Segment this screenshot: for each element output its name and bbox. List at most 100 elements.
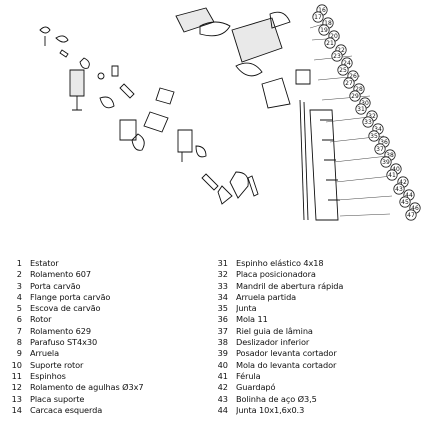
part-number: 8 bbox=[16, 337, 22, 348]
part-name: Mandril de abertura rápida bbox=[236, 280, 344, 291]
callout-bubble: 23 bbox=[331, 50, 343, 62]
callout-bubble: 17 bbox=[312, 11, 324, 23]
part-number: 2 bbox=[16, 269, 22, 280]
part-number: 44 bbox=[217, 404, 228, 415]
callout-number: 46 bbox=[411, 205, 419, 212]
callout-number: 23 bbox=[333, 53, 341, 60]
part-number: 41 bbox=[217, 370, 228, 381]
callout-number: 45 bbox=[401, 199, 409, 206]
callout-bubble: 29 bbox=[349, 90, 361, 102]
callout-number: 17 bbox=[314, 14, 322, 21]
part-name: Suporte rotor bbox=[30, 359, 84, 370]
part-number: 14 bbox=[11, 404, 22, 415]
callout-number: 16 bbox=[318, 7, 326, 14]
loose-screws-group bbox=[39, 26, 135, 99]
part-name: Carcaca esquerda bbox=[30, 404, 103, 415]
parts-list-row: 14 Carcaca esquerda bbox=[4, 405, 209, 416]
callout-bubble: 25 bbox=[337, 64, 349, 76]
part-number: 35 bbox=[217, 303, 228, 314]
part-name: Arruela bbox=[30, 348, 60, 359]
callout-number: 22 bbox=[337, 47, 345, 54]
part-name: Flange porta carvão bbox=[30, 291, 111, 302]
callout-number: 41 bbox=[388, 172, 396, 179]
parts-list-row: 33 Mandril de abertura rápida bbox=[210, 281, 428, 292]
callout-number: 42 bbox=[399, 179, 407, 186]
callout-bubble: 31 bbox=[355, 103, 367, 115]
part-name: Espinho elástico 4x18 bbox=[236, 258, 324, 268]
part-number: 4 bbox=[16, 291, 22, 302]
parts-list-row: 38 Deslizador inferior bbox=[210, 337, 428, 348]
callout-number: 19 bbox=[320, 27, 328, 34]
callout-bubble: 37 bbox=[374, 143, 386, 155]
callout-number: 40 bbox=[392, 166, 400, 173]
part-number: 33 bbox=[217, 280, 228, 291]
part-name: Junta 10x1,6x0.3 bbox=[236, 404, 305, 415]
part-number: 32 bbox=[217, 269, 228, 280]
part-number: 11 bbox=[11, 370, 22, 381]
part-number: 7 bbox=[16, 325, 22, 336]
part-number: 34 bbox=[217, 291, 228, 302]
exploded-parts-diagram: 1617181920212223242526272829303132333435… bbox=[39, 4, 421, 221]
callout-number: 39 bbox=[382, 159, 390, 166]
parts-list-row: 39 Posador levanta cortador bbox=[210, 348, 428, 359]
callout-number: 31 bbox=[357, 106, 365, 113]
part-number: 43 bbox=[217, 393, 228, 404]
part-name: Férula bbox=[236, 370, 261, 381]
part-name: Junta bbox=[236, 303, 257, 314]
part-name: Rolamento de agulhas Ø3x7 bbox=[30, 382, 144, 393]
part-name: Posador levanta cortador bbox=[236, 348, 337, 359]
part-name: Parafuso ST4x30 bbox=[30, 337, 98, 348]
part-name: Guardapó bbox=[236, 382, 276, 393]
part-name: Mola 11 bbox=[236, 314, 268, 325]
callout-bubble: 27 bbox=[343, 77, 355, 89]
callout-bubble: 45 bbox=[399, 196, 411, 208]
part-number: 37 bbox=[217, 325, 228, 336]
callout-number: 34 bbox=[374, 126, 382, 133]
part-name: Mola do levanta cortador bbox=[236, 359, 337, 370]
callout-bubble: 33 bbox=[362, 116, 374, 128]
part-name: Deslizador inferior bbox=[236, 337, 310, 348]
callout-number: 21 bbox=[326, 40, 334, 47]
diagram-callouts bbox=[309, 21, 393, 217]
callout-number: 27 bbox=[345, 80, 353, 87]
parts-list-row: 44 Junta 10x1,6x0.3 bbox=[210, 405, 428, 416]
callout-bubble: 39 bbox=[380, 156, 392, 168]
callout-number: 28 bbox=[355, 86, 363, 93]
parts-list-row: 4 Flange porta carvão bbox=[4, 292, 209, 303]
parts-list-row: 40 Mola do levanta cortador bbox=[210, 360, 428, 371]
part-number: 36 bbox=[217, 314, 228, 325]
part-name: Rotor bbox=[30, 314, 52, 325]
part-number: 10 bbox=[11, 359, 22, 370]
callout-number: 36 bbox=[380, 139, 388, 146]
parts-list-row: 35 Junta bbox=[210, 303, 428, 314]
part-number: 5 bbox=[16, 303, 22, 314]
callout-bubble: 47 bbox=[405, 209, 417, 221]
part-number: 40 bbox=[217, 359, 228, 370]
parts-list-row: 41 Férula bbox=[210, 371, 428, 382]
callout-number: 18 bbox=[324, 20, 332, 27]
callout-number: 32 bbox=[368, 113, 376, 120]
part-name: Escova de carvão bbox=[30, 303, 101, 314]
callout-bubble: 41 bbox=[386, 169, 398, 181]
callout-bubble: 21 bbox=[324, 37, 336, 49]
part-number: 39 bbox=[217, 348, 228, 359]
parts-list-row: 36 Mola 11 bbox=[210, 314, 428, 325]
callout-bubble: 19 bbox=[318, 24, 330, 36]
part-number: 38 bbox=[217, 337, 228, 348]
part-name: Porta carvão bbox=[30, 280, 81, 291]
